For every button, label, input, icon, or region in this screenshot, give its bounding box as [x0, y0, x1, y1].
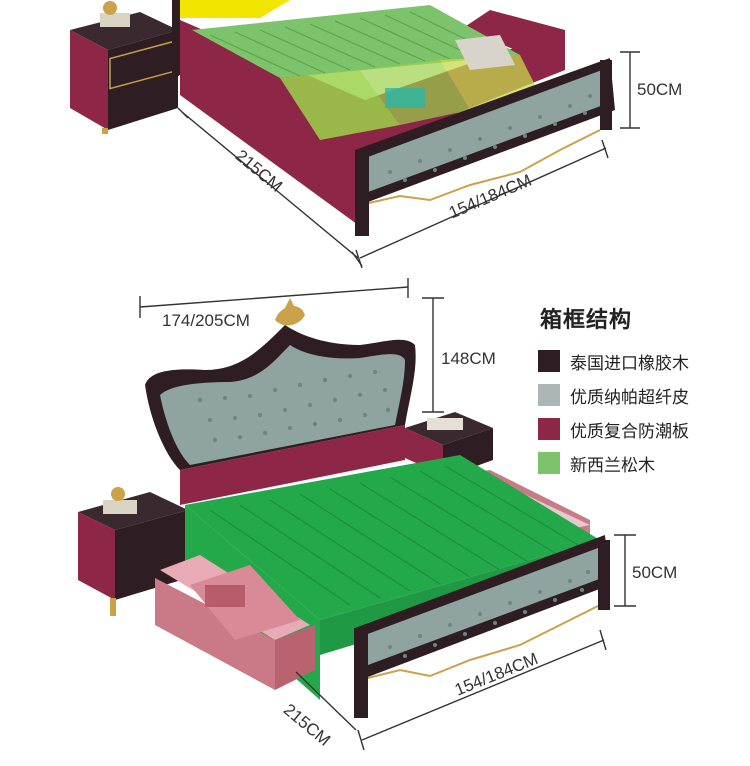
- bottom-height-label: 50CM: [632, 563, 678, 582]
- nightstand-icon: [70, 1, 178, 134]
- headboard-height-label: 148CM: [441, 349, 496, 368]
- legend-label: 优质纳帕超纤皮: [570, 387, 689, 407]
- legend-item-pine: 新西兰松木: [538, 446, 738, 480]
- leather-swatch: [538, 384, 560, 406]
- legend-label: 新西兰松木: [570, 455, 655, 475]
- legend-label: 泰国进口橡胶木: [570, 353, 689, 373]
- top-height-label: 50CM: [637, 80, 683, 99]
- pine-swatch: [538, 452, 560, 474]
- legend-label: 优质复合防潮板: [570, 421, 689, 441]
- legend-item-board: 优质复合防潮板: [538, 412, 738, 446]
- legend-item-leather: 优质纳帕超纤皮: [538, 378, 738, 412]
- legend-item-rubberwood: 泰国进口橡胶木: [538, 344, 738, 378]
- board-swatch: [538, 418, 560, 440]
- headboard-width-label: 174/205CM: [162, 311, 250, 330]
- rubberwood-swatch: [538, 350, 560, 372]
- dimension-arrow-icon: [177, 51, 640, 269]
- legend-title: 箱框结构: [540, 307, 633, 332]
- structure-legend: 箱框结构 泰国进口橡胶木 优质纳帕超纤皮 优质复合防潮板 新西兰松木: [538, 302, 738, 480]
